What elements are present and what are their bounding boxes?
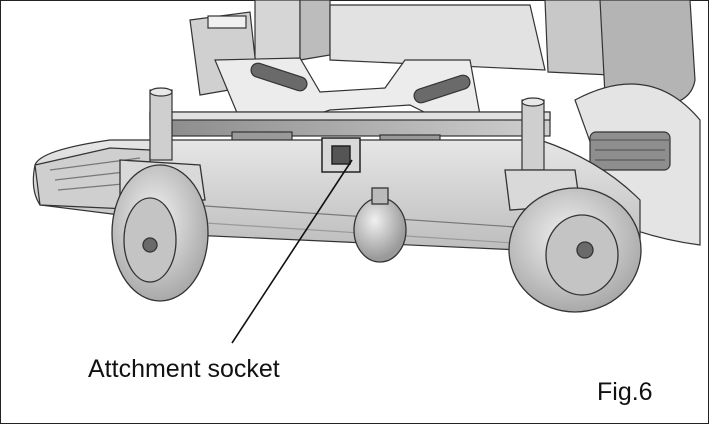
attachment-socket-label: Attchment socket bbox=[88, 355, 280, 383]
figure-number: Fig.6 bbox=[597, 378, 653, 406]
callout-leader-line bbox=[231, 159, 353, 344]
right-caster-wheel bbox=[504, 169, 642, 313]
caster-posts bbox=[149, 87, 545, 171]
anti-scalp-roller bbox=[353, 187, 407, 263]
attachment-socket bbox=[321, 137, 361, 173]
left-caster-wheel bbox=[111, 159, 209, 302]
mower-body bbox=[149, 0, 701, 246]
